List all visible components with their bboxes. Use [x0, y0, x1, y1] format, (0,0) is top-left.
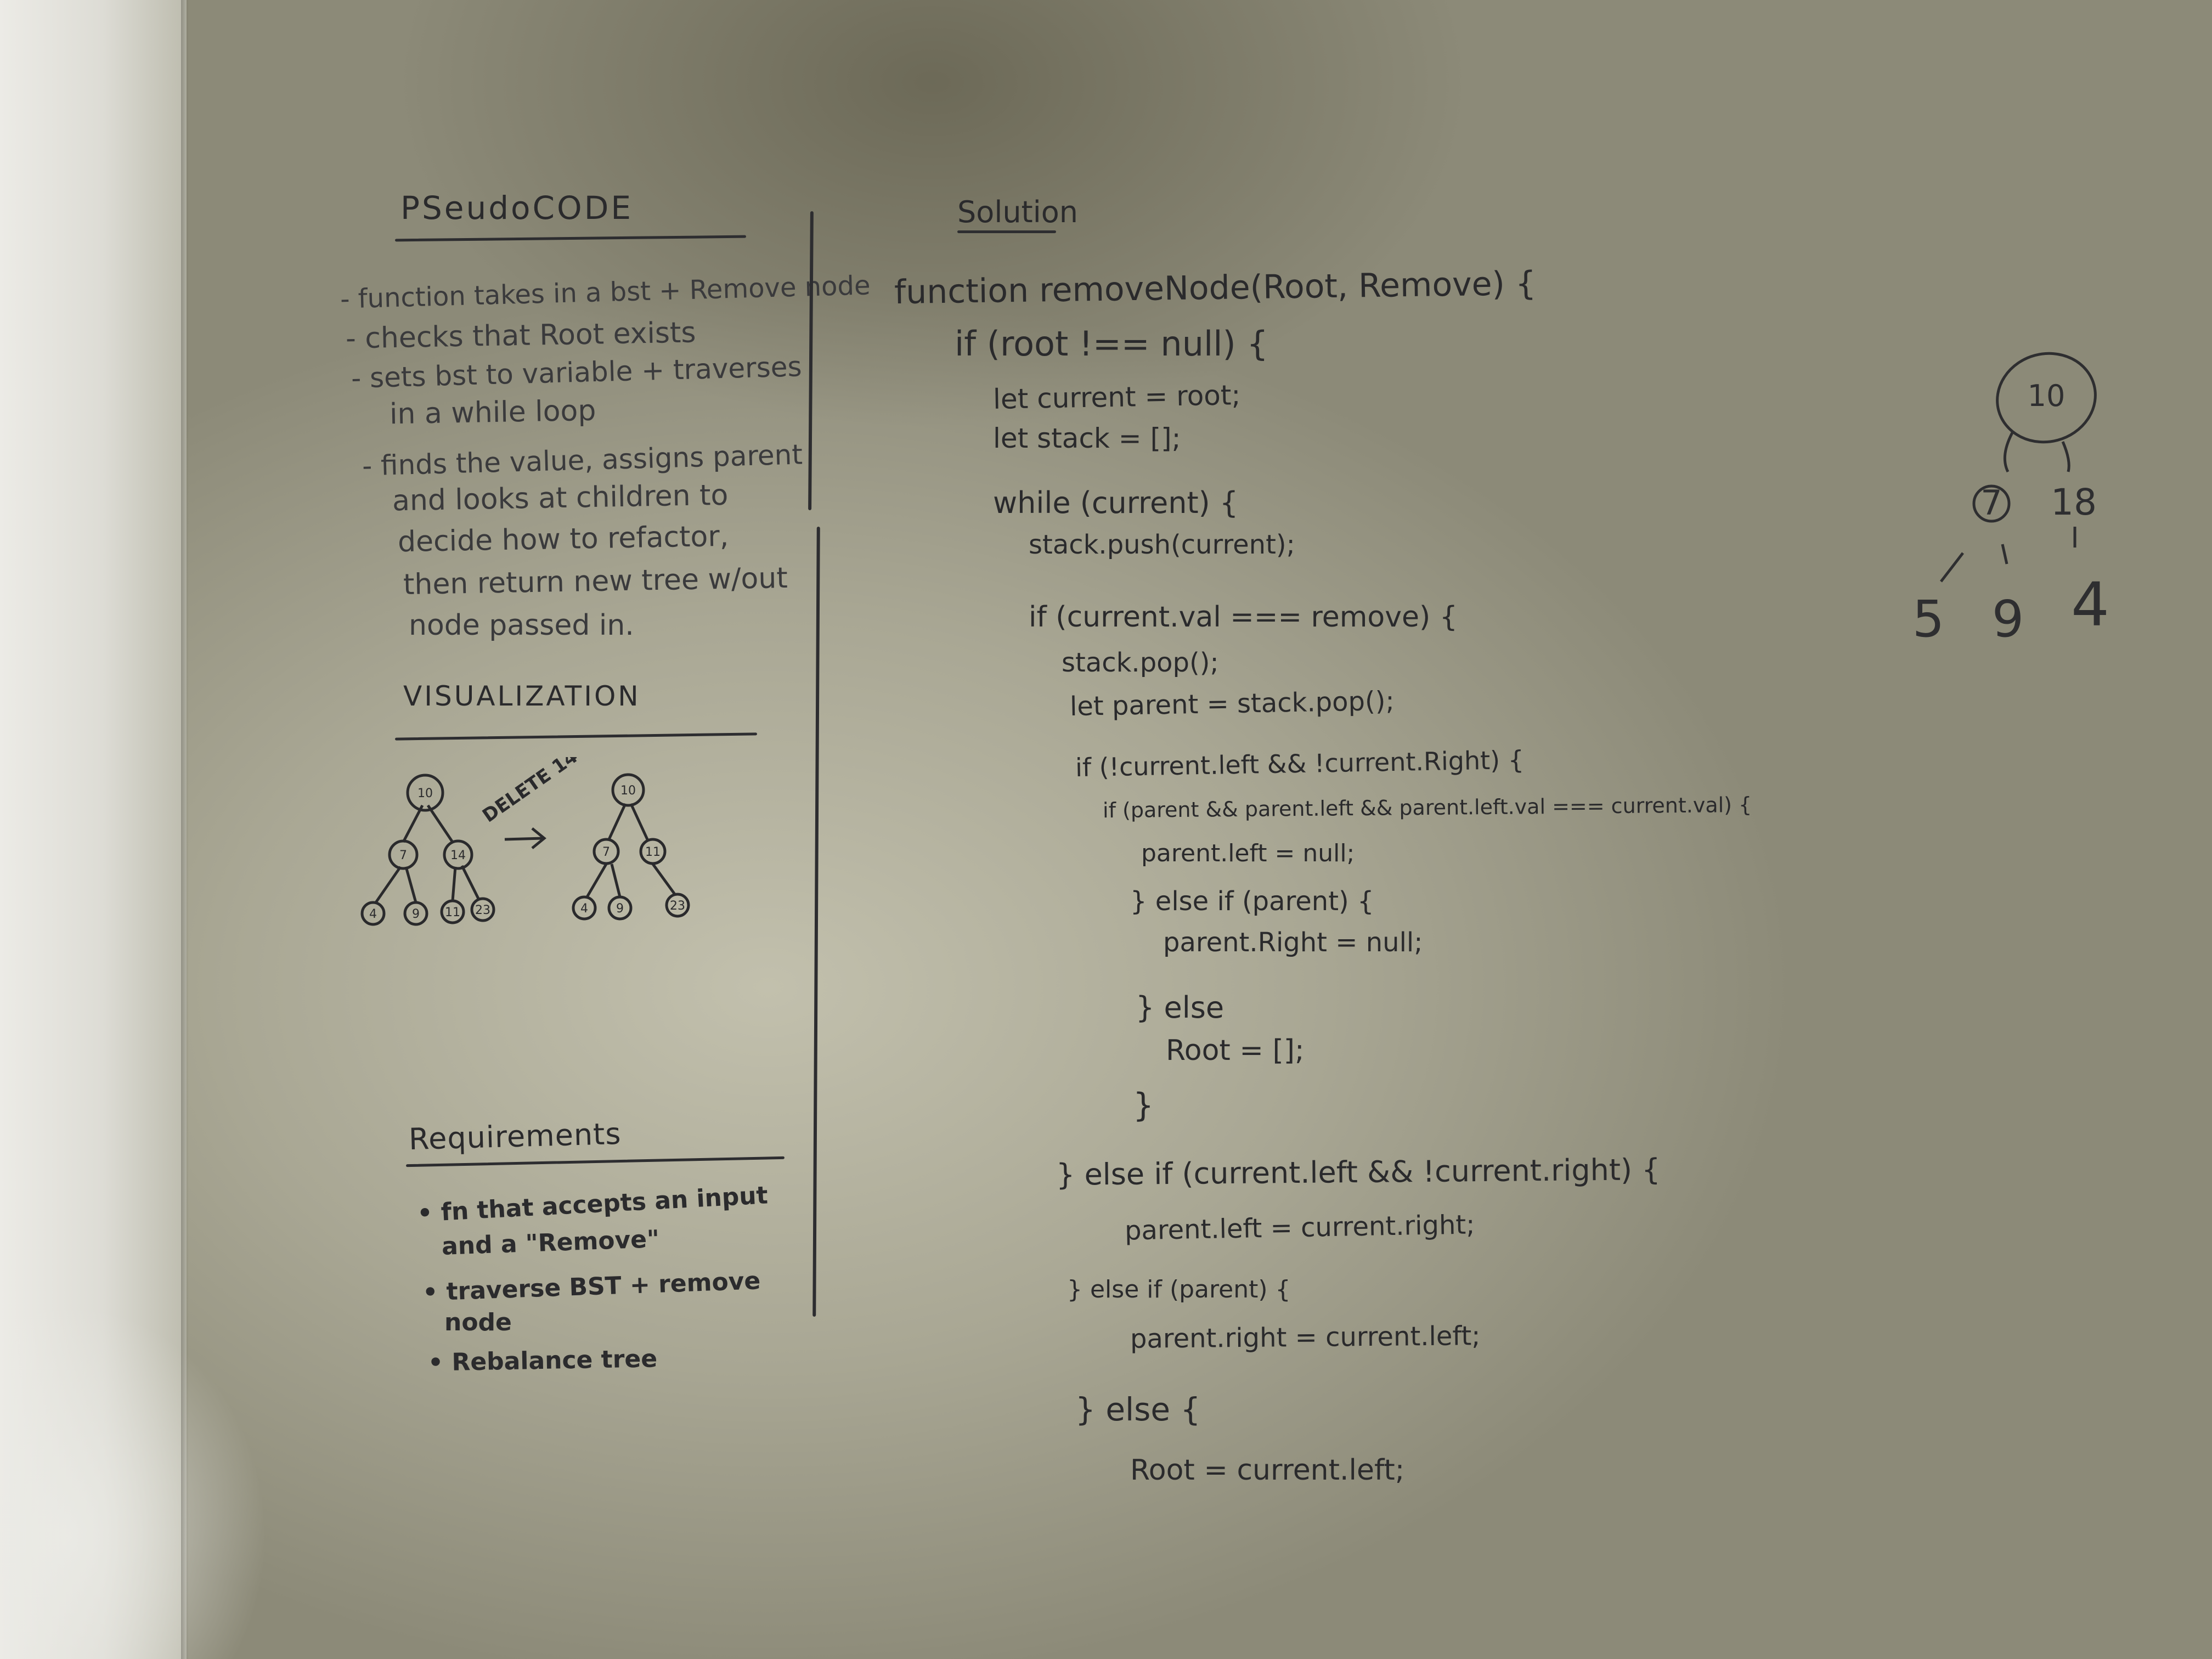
code-line: let parent = stack.pop();	[1069, 685, 1395, 723]
tree-node	[611, 773, 645, 807]
pseudocode-heading: PSeudoCODE	[400, 189, 633, 227]
tree-node-label: 10	[417, 787, 433, 800]
tree-node-label: 7	[399, 849, 407, 862]
tree-node-label: 23	[670, 899, 685, 913]
tree-node-label: 11	[645, 845, 661, 859]
code-line: parent.right = current.left;	[1130, 1321, 1481, 1355]
requirement-item: node	[444, 1308, 512, 1336]
tree-node	[665, 893, 690, 918]
code-line: parent.left = current.right;	[1124, 1209, 1475, 1246]
visualization-heading: VISUALIZATION	[403, 680, 641, 712]
code-line: let stack = [];	[993, 422, 1181, 454]
whiteboard-edge	[181, 0, 189, 1659]
tree-node	[1972, 484, 2011, 523]
tree-node	[388, 839, 419, 870]
tree-node-label: 7	[602, 845, 610, 859]
tree-node-label: 11	[445, 906, 460, 919]
tree-node	[443, 839, 473, 870]
code-line: } else	[1136, 990, 1224, 1025]
code-line: Root = current.left;	[1130, 1454, 1405, 1487]
pseudocode-item: in a while loop	[389, 394, 596, 431]
bst-diagram: 10 7 14 4 9 11 23 10 7 11 4 9 23 DELETE …	[360, 757, 690, 926]
tree-node-label: 5	[1912, 590, 1945, 647]
tree-node	[470, 897, 495, 922]
wall-glare-bottom	[0, 1262, 307, 1659]
tree-node	[572, 895, 597, 921]
code-line: Root = [];	[1166, 1034, 1305, 1067]
tree-node	[1996, 352, 2097, 444]
side-tree-sketch: 10 7 18 5 9 4	[1912, 352, 2109, 647]
tree-node-label: 9	[412, 907, 420, 921]
tree-node-label: 10	[2028, 379, 2066, 413]
pseudocode-item: - checks that Root exists	[345, 316, 696, 356]
tree-node-label: 18	[2051, 481, 2097, 523]
tree-node	[639, 838, 667, 865]
pseudocode-item: node passed in.	[409, 609, 634, 642]
delete-label: DELETE 14	[478, 757, 582, 827]
solution-underline	[957, 230, 1056, 233]
requirement-item: • Rebalance tree	[427, 1345, 658, 1377]
code-line: }	[1133, 1086, 1154, 1125]
pseudocode-item: then return new tree w/out	[403, 561, 788, 602]
code-line: parent.left = null;	[1141, 839, 1355, 867]
tree-node-label: 7	[1980, 483, 2002, 523]
code-line: stack.pop();	[1062, 647, 1219, 678]
tree-node	[403, 901, 428, 926]
tree-node	[592, 838, 620, 865]
code-line: let current = root;	[992, 379, 1241, 415]
code-line: } else {	[1075, 1391, 1201, 1428]
solution-heading: Solution	[957, 195, 1078, 229]
tree-node-label: 9	[1992, 590, 2024, 647]
pseudocode-item: decide how to refactor,	[397, 520, 729, 559]
code-line: while (current) {	[993, 486, 1239, 520]
tree-node-label: 9	[616, 902, 624, 916]
tree-node-label: 4	[580, 902, 588, 916]
tree-node-label: 4	[2071, 569, 2109, 640]
code-line: stack.push(current);	[1029, 529, 1295, 560]
code-line: } else if (parent) {	[1130, 886, 1374, 917]
tree-node-label: 4	[369, 907, 377, 921]
code-line: parent.Right = null;	[1163, 927, 1423, 958]
requirements-heading: Requirements	[408, 1116, 622, 1157]
code-line: } else if (current.left && !current.righ…	[1056, 1152, 1661, 1192]
tree-node	[607, 895, 633, 921]
code-line: } else if (parent) {	[1067, 1276, 1291, 1304]
tree-node	[360, 901, 386, 926]
tree-node-label: 14	[450, 849, 466, 862]
tree-node	[440, 899, 465, 924]
pseudocode-item: and looks at children to	[392, 478, 729, 518]
tree-node-label: 23	[475, 904, 490, 917]
tree-node	[406, 774, 444, 812]
code-line: if (current.val === remove) {	[1029, 601, 1458, 634]
code-line: if (root !== null) {	[955, 324, 1268, 364]
tree-node-label: 10	[620, 784, 636, 798]
